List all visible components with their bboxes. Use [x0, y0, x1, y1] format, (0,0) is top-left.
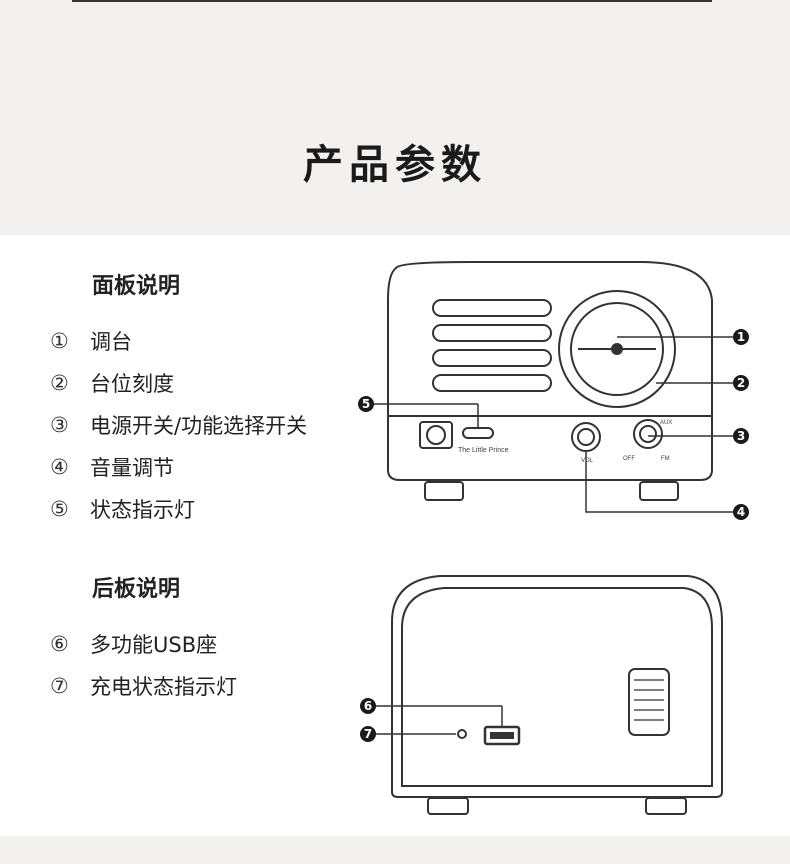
- function-knob: [633, 419, 663, 449]
- callout-badge-2: [733, 375, 749, 391]
- list-item: ① 调台: [50, 320, 307, 362]
- callout-badge-1: [733, 329, 749, 345]
- callout-badges-back: 6 7: [360, 698, 376, 742]
- callout-badge-4: [733, 504, 749, 520]
- callout-number: 5: [362, 397, 370, 411]
- top-divider: [72, 0, 712, 2]
- back-panel-heading: 后板说明: [92, 577, 181, 602]
- item-text: 多功能USB座: [90, 633, 218, 657]
- aux-label: AUX: [660, 420, 672, 426]
- footer-band: [0, 836, 790, 864]
- list-item: ⑥ 多功能USB座: [50, 623, 237, 665]
- leader-line-4: [585, 451, 735, 513]
- callout-number: 2: [737, 376, 745, 390]
- function-knob-cap: [639, 425, 657, 443]
- volume-knob-cap: [577, 428, 595, 446]
- back-body-inner: [401, 587, 713, 787]
- item-number: ⑦: [50, 674, 69, 698]
- brand-label: The Little Prince: [458, 447, 509, 454]
- speaker-grille-slot: [432, 349, 552, 367]
- power-plug-symbol: [419, 421, 453, 449]
- tuning-dial-inner: [570, 302, 664, 396]
- callout-number: 1: [737, 330, 745, 344]
- speaker-grille-slot: [432, 374, 552, 392]
- radio-foot-right: [639, 481, 679, 501]
- vol-label: VOL: [581, 458, 594, 464]
- callout-number: 3: [737, 429, 745, 443]
- item-number: ③: [50, 413, 69, 437]
- front-panel-heading: 面板说明: [92, 274, 181, 299]
- speaker-grille-slot: [432, 324, 552, 342]
- back-foot-left: [427, 797, 469, 815]
- callout-badge-5: [358, 396, 374, 412]
- callout-badge-3: [733, 428, 749, 444]
- callout-badges-front: 1 2 3 4 5: [358, 329, 749, 520]
- fm-label: FM: [661, 456, 670, 462]
- radio-foot-left: [424, 481, 464, 501]
- back-radio-illustration: [373, 575, 723, 815]
- radio-upper-body: [387, 261, 713, 417]
- tuning-dial-outer: [558, 290, 676, 408]
- charge-indicator-light: [457, 729, 467, 739]
- header-band: [0, 0, 790, 235]
- list-item: ③ 电源开关/功能选择开关: [50, 404, 307, 446]
- callout-badge-6: [360, 698, 376, 714]
- list-item: ② 台位刻度: [50, 362, 307, 404]
- power-plug-ring: [426, 425, 446, 445]
- off-label: OFF: [623, 456, 635, 462]
- back-panel-list: ⑥ 多功能USB座 ⑦ 充电状态指示灯: [50, 623, 237, 707]
- back-vent: [628, 668, 670, 736]
- item-text: 调台: [90, 330, 132, 354]
- page-title: 产品参数: [303, 142, 487, 188]
- list-item: ⑤ 状态指示灯: [50, 488, 307, 530]
- volume-knob: [571, 422, 601, 452]
- list-item: ④ 音量调节: [50, 446, 307, 488]
- item-text: 电源开关/功能选择开关: [90, 414, 308, 438]
- back-foot-right: [645, 797, 687, 815]
- callout-number: 6: [364, 699, 372, 713]
- item-text: 台位刻度: [90, 372, 174, 396]
- callout-number: 4: [737, 505, 745, 519]
- front-panel-list: ① 调台 ② 台位刻度 ③ 电源开关/功能选择开关 ④ 音量调节 ⑤ 状态指示灯: [50, 320, 307, 530]
- dial-center-knob: [611, 343, 623, 355]
- item-text: 充电状态指示灯: [90, 675, 237, 699]
- list-item: ⑦ 充电状态指示灯: [50, 665, 237, 707]
- front-radio-illustration: [360, 261, 735, 513]
- item-number: ②: [50, 371, 69, 395]
- radio-lower-body: [387, 415, 713, 481]
- item-text: 状态指示灯: [90, 498, 195, 522]
- speaker-grille-slot: [432, 299, 552, 317]
- status-indicator-light: [462, 427, 494, 439]
- item-number: ①: [50, 329, 69, 353]
- item-number: ⑤: [50, 497, 69, 521]
- callout-number: 7: [364, 727, 372, 741]
- usb-port-tongue: [490, 732, 514, 739]
- back-body-outer: [391, 575, 723, 798]
- item-number: ⑥: [50, 632, 69, 656]
- item-text: 音量调节: [90, 456, 174, 480]
- callout-badge-7: [360, 726, 376, 742]
- item-number: ④: [50, 455, 69, 479]
